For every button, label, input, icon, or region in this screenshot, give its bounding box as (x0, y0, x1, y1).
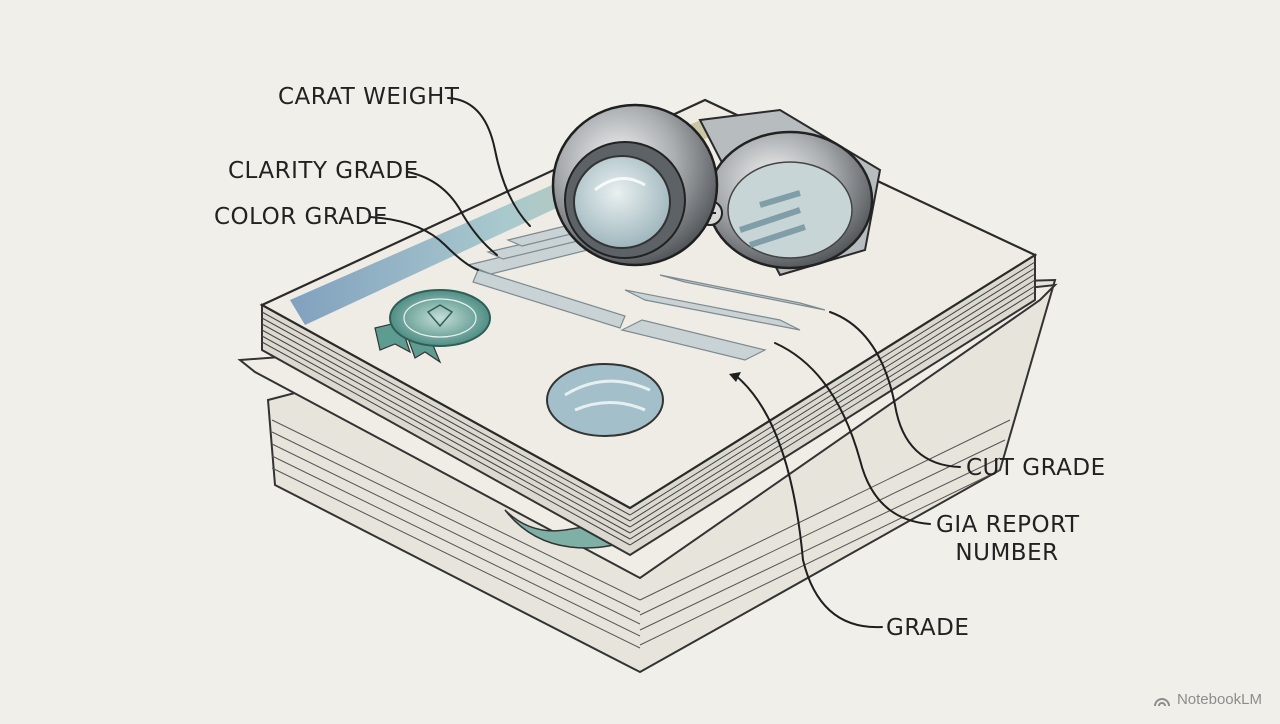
label-gia-report-line1: GIA REPORT (936, 512, 1080, 538)
leader-carat-weight (447, 97, 531, 227)
leader-color-grade (369, 216, 479, 271)
leader-gia-report (774, 342, 931, 525)
leader-grade (734, 374, 883, 629)
notebooklm-watermark: NotebookLM (1153, 691, 1262, 708)
hologram-sticker (546, 363, 664, 437)
notebooklm-logo-icon (1153, 697, 1170, 706)
jeweler-loupe (551, 103, 882, 277)
teal-seal (374, 289, 491, 364)
label-gia-report-line2: NUMBER (955, 540, 1059, 566)
leader-cut-grade (829, 311, 961, 468)
label-clarity-grade: CLARITY GRADE (228, 158, 419, 184)
arrow-head-icon (729, 372, 741, 382)
label-gia-report-number: GIA REPORT NUMBER (936, 511, 1080, 567)
leader-lines (369, 97, 961, 629)
label-carat-weight: CARAT WEIGHT (278, 84, 460, 110)
leader-clarity-grade (407, 171, 498, 256)
label-color-grade: COLOR GRADE (214, 204, 388, 230)
watermark-text: NotebookLM (1176, 691, 1262, 708)
label-grade: GRADE (886, 615, 970, 641)
label-cut-grade: CUT GRADE (966, 455, 1106, 481)
